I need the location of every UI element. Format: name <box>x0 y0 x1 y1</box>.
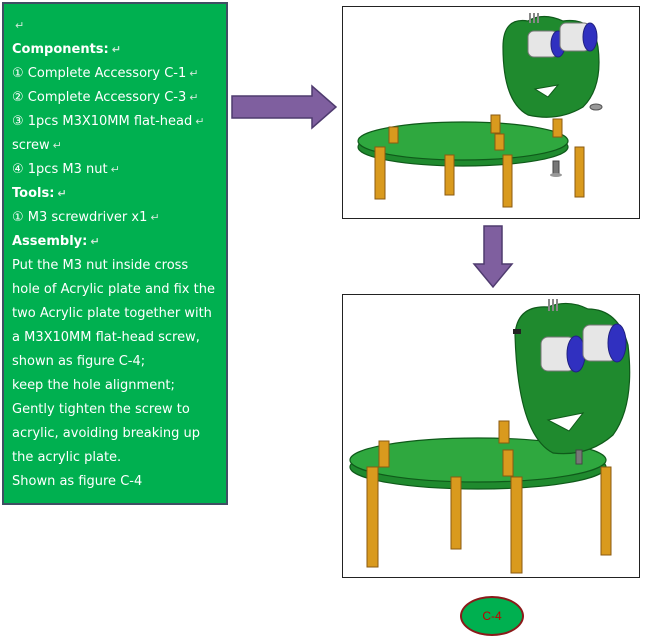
figure-before-assembly <box>342 6 640 219</box>
assembly-line: Shown as figure C-4 <box>12 474 143 489</box>
instruction-panel: ↵ Components:↵ ① Complete Accessory C-1↵… <box>2 2 228 505</box>
figure-caption: C-4 <box>482 609 502 623</box>
assembly-line: Gently tighten the screw to <box>12 402 190 417</box>
top-mark: ↵ <box>15 19 25 32</box>
assembly-line: shown as figure C-4; <box>12 354 146 369</box>
component-item: ② Complete Accessory C-3↵ <box>12 90 199 105</box>
figure-caption-badge: C-4 <box>460 596 524 636</box>
right-arrow-icon <box>231 84 338 130</box>
component-item: ④ 1pcs M3 nut↵ <box>12 162 120 177</box>
robot-assembled-illustration <box>349 299 631 574</box>
assembly-line: a M3X10MM flat-head screw, <box>12 330 200 345</box>
assembly-line: two Acrylic plate together with <box>12 306 212 321</box>
assembly-line: hole of Acrylic plate and fix the <box>12 282 215 297</box>
assembly-line: the acrylic plate. <box>12 450 122 465</box>
assembly-line: Put the M3 nut inside cross <box>12 258 189 273</box>
figure-after-assembly <box>342 294 640 578</box>
tools-heading: Tools:↵ <box>12 186 67 201</box>
components-heading: Components:↵ <box>12 42 121 57</box>
robot-parts-illustration <box>357 13 603 208</box>
tool-item: ① M3 screwdriver x1↵ <box>12 210 160 225</box>
component-item: ① Complete Accessory C-1↵ <box>12 66 199 81</box>
assembly-line: keep the hole alignment; <box>12 378 175 393</box>
assembly-line: acrylic, avoiding breaking up <box>12 426 201 441</box>
component-item: screw↵ <box>12 138 62 153</box>
assembly-heading: Assembly:↵ <box>12 234 100 249</box>
component-item: ③ 1pcs M3X10MM flat-head↵ <box>12 114 205 129</box>
down-arrow-icon <box>472 225 514 289</box>
